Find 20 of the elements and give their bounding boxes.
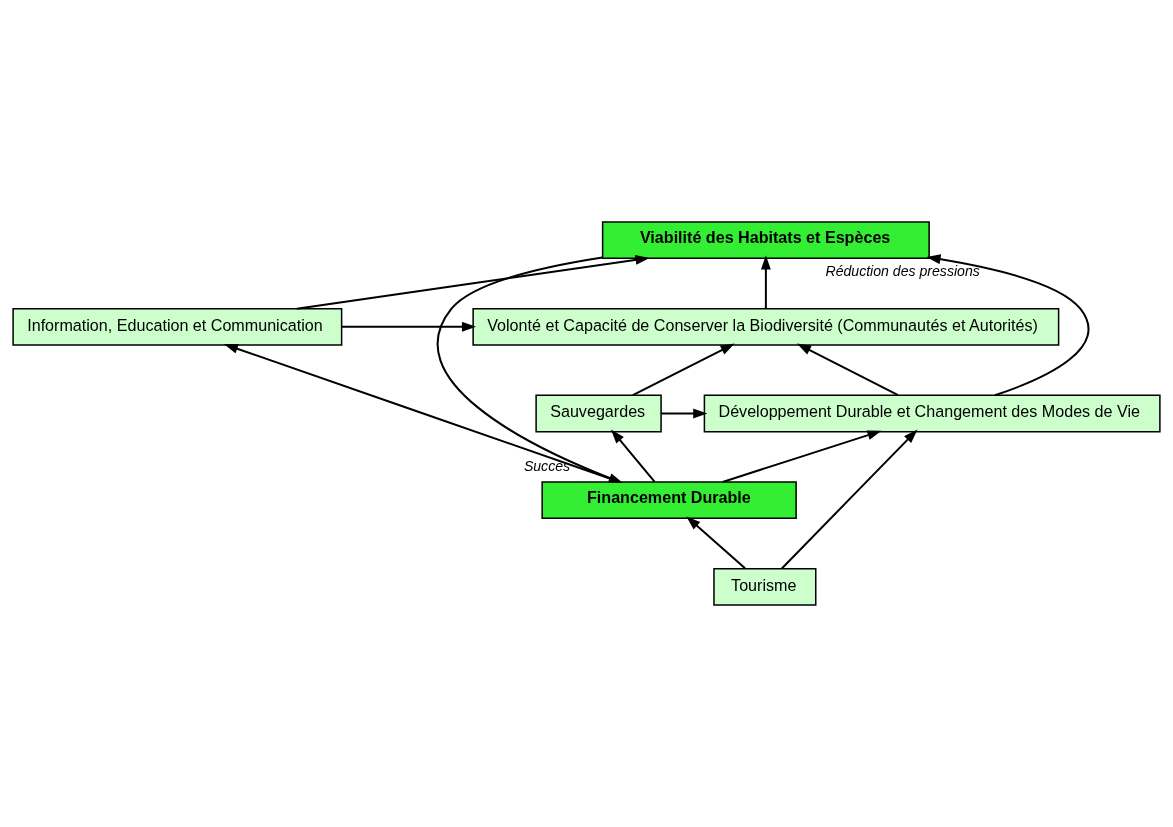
arrow — [341, 321, 477, 332]
arrow — [296, 255, 650, 310]
node-box: Financement Durable — [541, 481, 797, 520]
arrow — [781, 429, 918, 570]
arrow — [611, 429, 656, 483]
node-box: Viabilité des Habitats et Espèces — [601, 221, 930, 260]
node-box: Information, Education et Communication — [12, 307, 343, 346]
arrow — [686, 516, 746, 570]
arrow — [796, 343, 899, 397]
arrow — [632, 343, 735, 397]
arrow — [760, 255, 771, 309]
node-box: Volonté et Capacité de Conserver la Biodiversité (Communautés et Autorités) — [472, 307, 1060, 346]
edge-label: Succès — [523, 458, 571, 475]
node-box: Développement Durable et Changement des Modes de Vie — [703, 394, 1161, 433]
node-box: Sauvegardes — [535, 394, 662, 433]
arrow — [722, 430, 882, 483]
arrow — [926, 254, 1090, 397]
edge-label: Réduction des pressions — [825, 262, 980, 279]
arrow — [661, 408, 708, 419]
node-box: Tourisme — [713, 567, 817, 606]
